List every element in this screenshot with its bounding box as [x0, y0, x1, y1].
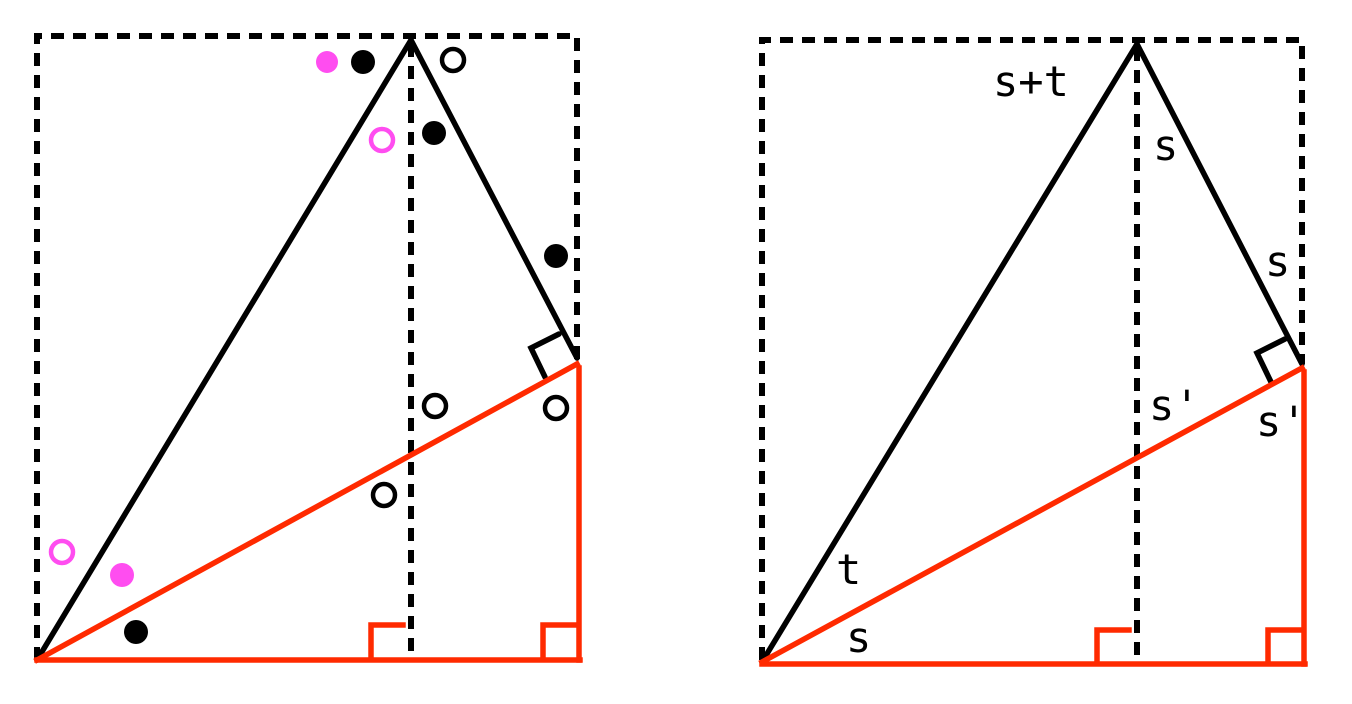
label-right-side: s	[1265, 237, 1290, 286]
left-mark-filled-black-inner	[422, 121, 446, 145]
left-mark-filled-magenta-bottom	[110, 563, 134, 587]
label-apex: s+t	[993, 57, 1069, 106]
right-long-side	[759, 41, 1140, 665]
right-right-angle-upper	[1253, 336, 1288, 385]
right-dashed-frame	[759, 37, 1305, 660]
right-right-angle-right	[1265, 627, 1303, 662]
left-red-hypotenuse	[33, 360, 581, 664]
left-dashed-frame	[34, 33, 580, 660]
left-mark-filled-black-right	[544, 244, 568, 268]
left-mark-hollow-magenta-top	[368, 126, 396, 154]
left-mark-hollow-black-mid	[421, 392, 449, 420]
label-upper-right-inner: s	[1153, 121, 1178, 170]
right-diagram: s+t s s s' s' t s	[758, 37, 1308, 667]
left-mark-hollow-black-top	[439, 46, 467, 74]
label-mid-vertical: s'	[1149, 381, 1200, 430]
left-right-angle-upper	[527, 331, 562, 380]
left-diagram	[33, 33, 583, 664]
left-right-angle-mid	[368, 622, 406, 658]
left-mark-hollow-black-right	[542, 394, 570, 422]
right-short-side	[1134, 41, 1305, 367]
label-lower-right: s'	[1256, 397, 1307, 446]
left-mark-hollow-black-lower	[370, 481, 398, 509]
left-mark-filled-magenta-top	[316, 51, 338, 73]
left-short-side	[408, 37, 580, 361]
right-red-hypotenuse	[758, 364, 1306, 666]
left-mark-hollow-magenta-bottom	[48, 538, 76, 566]
left-long-side	[34, 37, 414, 663]
label-bottom-left-lower: s	[846, 613, 871, 662]
left-mark-filled-black-bottom	[124, 620, 148, 644]
left-mark-filled-black-top	[351, 50, 375, 74]
left-right-angle-right	[540, 622, 578, 658]
label-bottom-left-upper: t	[836, 545, 861, 594]
right-right-angle-mid	[1094, 627, 1132, 662]
